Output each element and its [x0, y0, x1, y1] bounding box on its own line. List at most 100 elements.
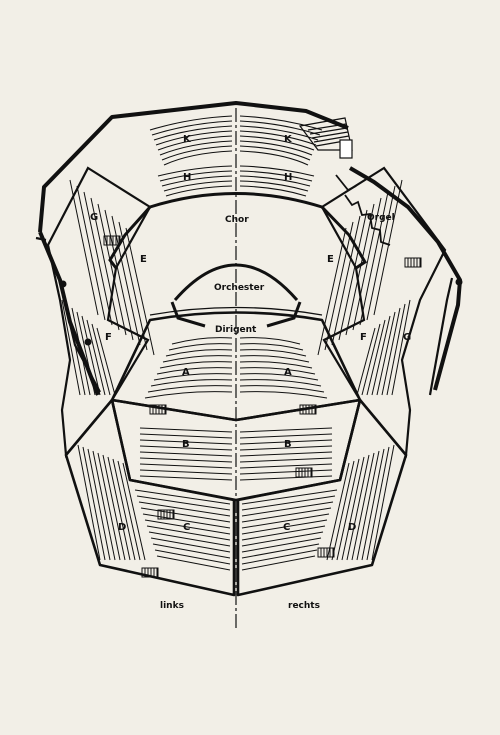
seat-row	[341, 456, 365, 561]
seat-row	[92, 450, 116, 561]
seat-row	[148, 531, 231, 547]
seat-row	[371, 315, 391, 396]
seat-row	[241, 489, 338, 505]
seat-row	[241, 513, 330, 529]
seat-row	[102, 454, 126, 561]
seat-row	[366, 185, 396, 321]
seat-row	[239, 120, 321, 136]
seat-row	[239, 150, 309, 166]
seat-row	[150, 379, 233, 387]
door-marker	[59, 280, 67, 288]
seat-box	[404, 257, 422, 268]
area-label-orgel: Orgel	[367, 213, 395, 223]
seat-row	[239, 385, 325, 393]
seat-row	[82, 446, 106, 561]
seat-box	[295, 467, 313, 478]
seat-row	[241, 501, 334, 517]
seat-row	[139, 475, 233, 481]
seat-row	[161, 175, 233, 187]
seat-row	[239, 115, 323, 131]
seat-row	[338, 209, 368, 341]
seat-row	[239, 391, 328, 399]
seat-row	[91, 323, 111, 396]
seat-row	[345, 203, 375, 336]
seat-row	[168, 343, 233, 351]
section-label-f-right: F	[360, 332, 367, 343]
section-label-a-left: A	[182, 367, 190, 378]
seat-row	[97, 203, 127, 336]
section-label-k-left: K	[183, 134, 192, 145]
seat-row	[239, 445, 333, 451]
seat-row	[61, 299, 81, 396]
seat-row	[239, 135, 315, 151]
seat-row	[239, 439, 333, 445]
section-label-c-left: C	[183, 522, 190, 533]
seat-row	[376, 311, 396, 396]
section-label-g-left: G	[90, 212, 98, 223]
seat-row	[151, 120, 233, 136]
seat-row	[87, 448, 111, 561]
section-label-h-right: H	[284, 172, 292, 183]
seat-row	[159, 140, 233, 156]
area-labels: Chor Orgel Orchester Dirigent links rech…	[160, 213, 395, 611]
seat-row	[153, 125, 233, 141]
seat-row	[241, 549, 318, 565]
seat-row	[331, 215, 361, 346]
area-label-dirigent: Dirigent	[215, 325, 257, 335]
seat-row	[361, 448, 385, 561]
seat-box	[157, 509, 175, 520]
seat-box	[103, 235, 121, 246]
seat-box	[149, 404, 167, 415]
stair-top-right	[298, 117, 353, 159]
seat-box	[141, 567, 159, 578]
seat-row	[152, 543, 231, 559]
seat-row	[239, 457, 333, 463]
seat-row	[239, 180, 309, 192]
seat-row	[239, 125, 319, 141]
seat-row	[366, 319, 386, 396]
seat-row	[324, 221, 354, 351]
seat-row	[241, 525, 326, 541]
seat-row	[241, 519, 328, 535]
seat-row	[356, 327, 376, 396]
seat-row	[157, 165, 233, 177]
seat-row	[71, 307, 91, 396]
seat-row	[162, 355, 233, 363]
seat-row	[117, 460, 141, 561]
seat-row	[241, 507, 332, 523]
seat-row	[361, 323, 381, 396]
seat-row	[153, 373, 233, 381]
seat-row	[351, 452, 375, 561]
seat-box	[299, 404, 317, 415]
seat-row	[139, 427, 233, 433]
seat-row	[239, 337, 301, 345]
section-label-b-left: B	[182, 439, 190, 450]
seat-row	[239, 175, 311, 187]
seat-row	[118, 221, 148, 351]
seat-row	[144, 391, 233, 399]
seat-row	[239, 451, 333, 457]
seat-row	[373, 179, 403, 316]
seat-row	[139, 463, 233, 469]
section-label-e-right: E	[327, 254, 334, 265]
seat-row	[356, 450, 380, 561]
seat-row	[147, 385, 233, 393]
side-label-links: links	[160, 601, 184, 611]
seat-row	[69, 179, 99, 316]
seat-row	[239, 367, 316, 375]
seat-row	[111, 215, 141, 346]
seat-row	[326, 462, 350, 561]
seat-row	[125, 227, 155, 356]
seat-row	[241, 531, 324, 547]
seat-row	[391, 299, 411, 396]
seat-boxes	[103, 235, 422, 578]
seat-row	[144, 519, 231, 535]
seat-row	[366, 446, 390, 561]
seat-row	[239, 433, 333, 439]
seat-row	[239, 475, 333, 481]
seat-row	[122, 462, 146, 561]
seat-row	[386, 303, 406, 396]
seat-row	[76, 185, 106, 321]
